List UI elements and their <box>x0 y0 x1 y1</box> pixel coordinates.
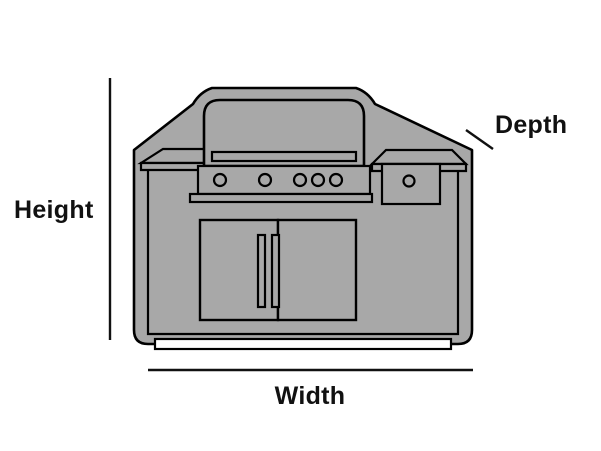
lid-vent-slot <box>210 150 358 163</box>
burner-knob[interactable] <box>292 172 308 188</box>
height-label: Height <box>14 196 94 224</box>
right-shelf-top <box>369 148 469 166</box>
grill-lid-group <box>202 98 366 168</box>
cabinet-door-left[interactable] <box>198 218 280 322</box>
width-label: Width <box>275 382 346 410</box>
burner-knob[interactable] <box>212 172 228 188</box>
base-skirt <box>153 337 453 351</box>
grill-lid <box>202 98 366 168</box>
burner-knob[interactable] <box>310 172 326 188</box>
depth-leader-line <box>465 129 494 150</box>
control-panel-group <box>188 164 374 204</box>
door-handle-left[interactable] <box>256 233 267 309</box>
control-panel-trim <box>188 192 374 204</box>
burner-knob[interactable] <box>328 172 344 188</box>
side-burner-knob[interactable] <box>402 174 416 188</box>
cabinet-door-right[interactable] <box>276 218 358 322</box>
width-dimension-group: Width <box>148 368 473 410</box>
depth-dimension-group: Depth <box>465 111 567 150</box>
base-skirt-group <box>153 337 453 351</box>
cabinet-group <box>198 218 358 322</box>
side-burner-module <box>369 148 469 206</box>
burner-knob[interactable] <box>257 172 273 188</box>
door-handle-right[interactable] <box>270 233 281 309</box>
depth-label: Depth <box>495 111 567 139</box>
height-dimension-group: Height <box>14 78 112 340</box>
cover-inner-body-line <box>146 166 460 336</box>
